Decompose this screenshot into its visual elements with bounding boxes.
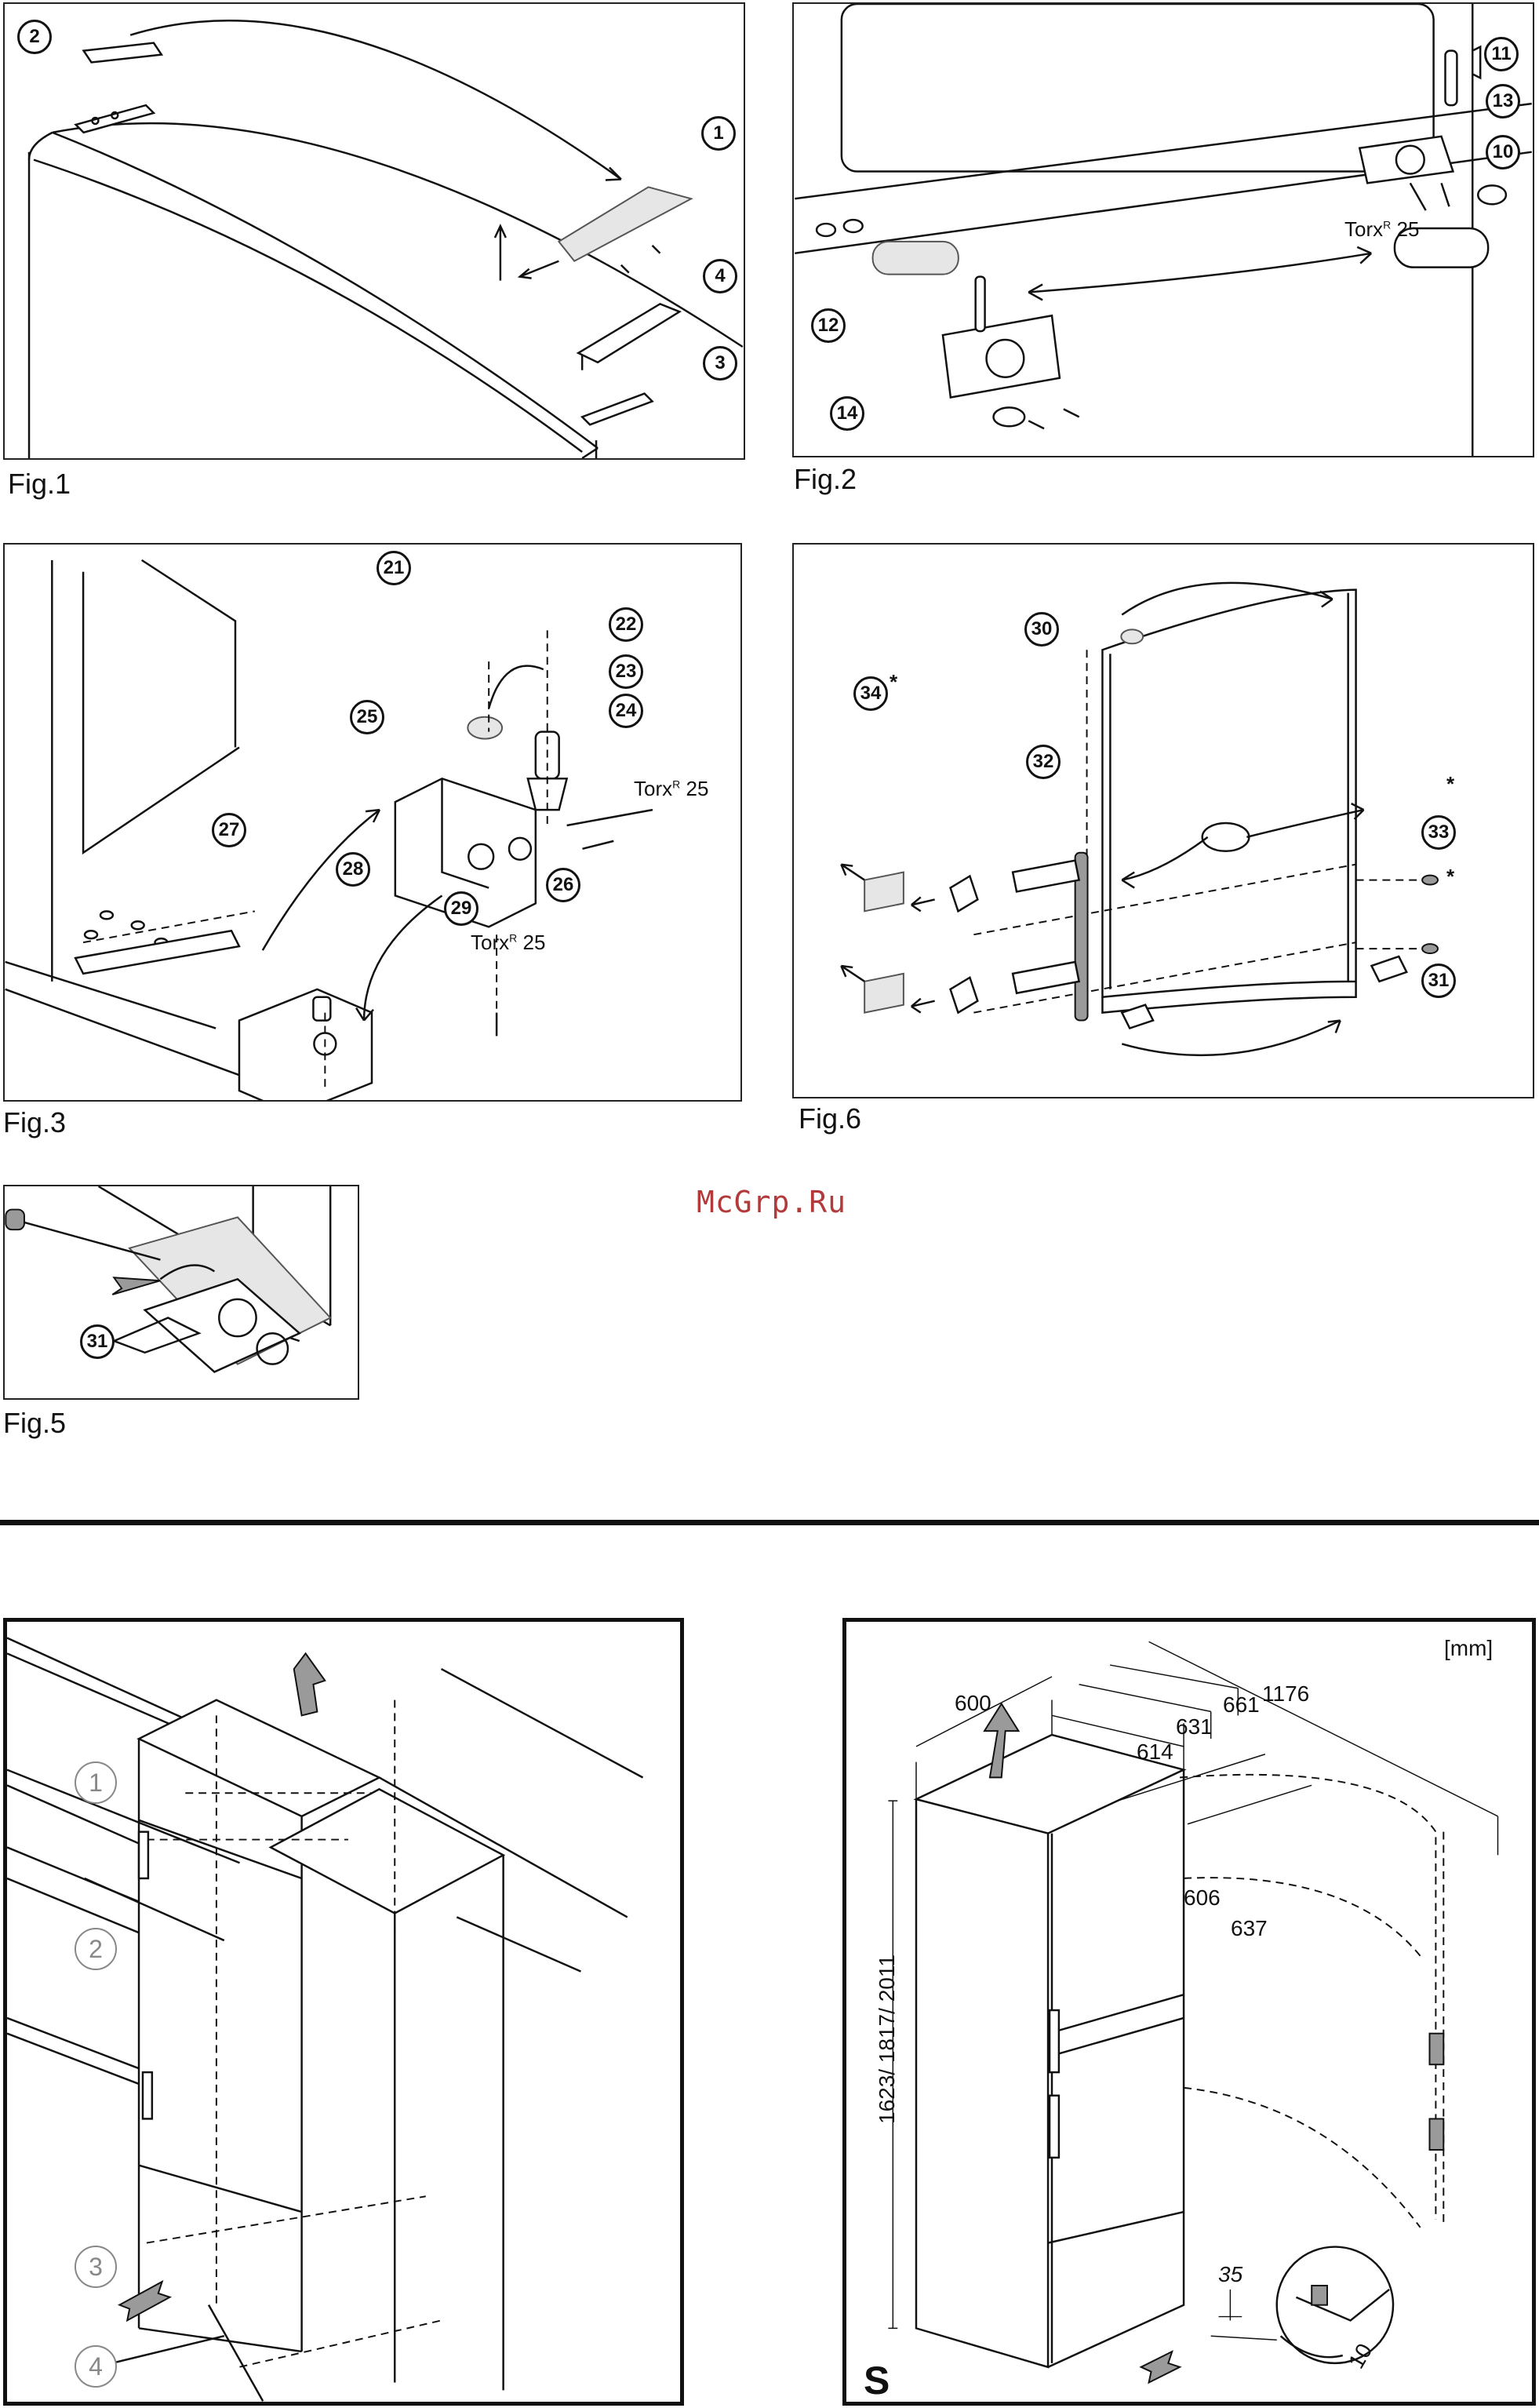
fig3-callout-28: 28	[336, 852, 370, 887]
fig2-callout-14: 14	[830, 396, 864, 431]
dim-depth-600: 600	[955, 1691, 991, 1716]
fig2-panel: 11 13 10 12 14 TorxR 25	[792, 2, 1534, 457]
fig2-torx-text: Torx	[1344, 217, 1383, 241]
fig1-panel: 1 2 3 4	[3, 2, 745, 460]
fig3-callout-27: 27	[212, 813, 246, 847]
fig2-callout-10: 10	[1486, 135, 1520, 169]
fig2-torx-size: 25	[1396, 217, 1419, 241]
fig2-callout-12: 12	[811, 308, 846, 343]
fig6-star-33-top: *	[1446, 772, 1454, 796]
dim-614: 614	[1137, 1740, 1173, 1765]
watermark: McGrp.Ru	[697, 1185, 846, 1219]
fig5-callout-31: 31	[80, 1324, 115, 1359]
fig2-callout-13: 13	[1486, 84, 1520, 118]
fig2-drawing	[794, 4, 1533, 456]
fig6-callout-31: 31	[1421, 964, 1456, 998]
installation-panel: 1 2 3 4	[3, 1618, 684, 2406]
section-divider	[0, 1520, 1539, 1525]
dim-606: 606	[1184, 1885, 1221, 1911]
fig3-callout-24: 24	[609, 694, 643, 728]
fig3-callout-29: 29	[444, 891, 478, 926]
fig3-callout-25: 25	[350, 700, 384, 734]
fig3-torx-size-2: 25	[522, 931, 545, 954]
fig3-panel: 21 22 23 24 25 26 27 28 29 TorxR 25 Torx…	[3, 543, 742, 1102]
installation-callout-1: 1	[75, 1761, 117, 1804]
fig3-callout-23: 23	[609, 654, 643, 689]
fig3-callout-21: 21	[377, 551, 411, 585]
fig1-drawing	[5, 4, 744, 458]
fig5-panel: 31	[3, 1185, 359, 1400]
dim-unit: [mm]	[1444, 1636, 1493, 1661]
fig3-torx-sup: R	[672, 778, 680, 790]
fig3-callout-22: 22	[609, 607, 643, 642]
fig6-callout-30: 30	[1024, 612, 1059, 647]
fig1-label: Fig.1	[8, 468, 71, 501]
fig6-star-34: *	[890, 670, 897, 694]
fig2-torx-sup: R	[1383, 218, 1391, 231]
dim-height: 1623/ 1817/ 2011	[875, 1954, 900, 2124]
fig6-drawing	[794, 545, 1533, 1097]
fig3-torx-note-top: TorxR 25	[634, 777, 708, 801]
fig6-star-33-bottom: *	[1446, 865, 1454, 889]
fig6-callout-32: 32	[1026, 745, 1061, 779]
fig2-label: Fig.2	[794, 463, 857, 496]
fig3-torx-note-bottom: TorxR 25	[471, 931, 545, 955]
dim-angle-35: 35	[1218, 2262, 1242, 2287]
fig1-callout-3: 3	[703, 346, 737, 381]
installation-drawing	[7, 1622, 680, 2402]
fig5-label: Fig.5	[3, 1407, 66, 1440]
dim-631: 631	[1176, 1714, 1213, 1740]
fig3-torx-text: Torx	[634, 777, 672, 800]
model-label: S	[864, 2358, 890, 2403]
fig5-drawing	[5, 1186, 358, 1398]
fig2-callout-11: 11	[1484, 37, 1519, 71]
fig3-callout-26: 26	[546, 868, 580, 902]
installation-callout-4: 4	[75, 2345, 117, 2388]
fig2-torx-note: TorxR 25	[1344, 217, 1419, 242]
fig1-callout-4: 4	[703, 259, 737, 293]
fig3-torx-size: 25	[686, 777, 708, 800]
fig6-callout-33: 33	[1421, 815, 1456, 850]
installation-callout-2: 2	[75, 1928, 117, 1970]
fig1-callout-2: 2	[17, 20, 52, 54]
dim-1176: 1176	[1262, 1681, 1309, 1707]
dim-637: 637	[1231, 1916, 1268, 1941]
fig6-callout-34: 34	[853, 676, 888, 711]
fig6-label: Fig.6	[799, 1102, 861, 1135]
dimensions-panel: [mm] 600 614 631 661 1176 606 637 1623/ …	[842, 1618, 1536, 2406]
fig1-callout-1: 1	[701, 116, 736, 151]
fig3-label: Fig.3	[3, 1106, 66, 1139]
dim-661: 661	[1223, 1692, 1260, 1718]
fig3-torx-sup-2: R	[509, 931, 517, 944]
fig3-torx-text-2: Torx	[471, 931, 509, 954]
fig6-panel: 30 32 33 31 34 * * *	[792, 543, 1534, 1098]
installation-callout-3: 3	[75, 2246, 117, 2288]
